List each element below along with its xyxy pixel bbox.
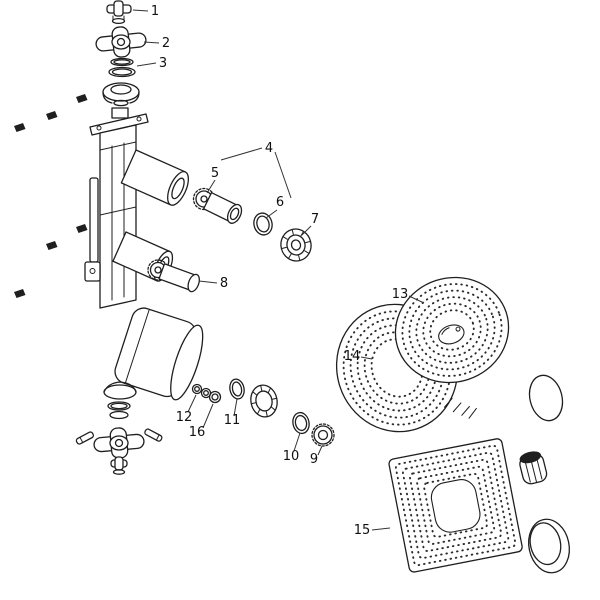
part-15-square-plate [388,438,523,573]
part-label-4: 4 [265,141,273,156]
part-label-3: 3 [159,56,167,71]
part-9-cap [311,423,335,447]
part-label-13: 13 [392,287,409,302]
supply-pipe [89,177,99,263]
part-label-15: 15 [354,523,371,538]
part-6-o-ring [253,212,273,236]
bottom-screw [110,456,128,475]
part-labels: 1 2 3 4 5 6 7 8 9 10 11 12 13 14 15 16 [151,4,408,538]
part-label-10: 10 [283,449,300,464]
oval-cover-top [528,374,564,422]
mounting-dots [14,94,88,298]
part-3-o-rings [108,57,136,78]
part-label-1: 1 [151,4,159,19]
oval-cover-bottom [527,518,571,574]
part-10-o-ring [292,411,310,435]
side-screw-left [75,431,95,445]
part-label-5: 5 [211,166,219,181]
part-12-washers [191,383,212,399]
mounting-tab [84,261,101,282]
part-label-8: 8 [220,276,228,291]
control-knob [519,451,548,485]
part-11-o-ring [229,378,245,400]
bottom-body [114,307,204,401]
leader-lines [132,9,425,531]
part-label-2: 2 [162,36,170,51]
part-label-11: 11 [224,413,241,428]
valve-body [84,107,204,401]
part-label-6: 6 [276,195,284,210]
knurled-adapter [250,384,278,418]
part-2-cross-handle [95,26,147,58]
bottom-cross-handle [93,427,145,459]
part-label-12: 12 [176,410,193,425]
part-label-16: 16 [189,425,206,440]
part-7-cap [280,228,312,262]
top-dome-escutcheon [102,82,140,107]
part-label-7: 7 [311,212,319,227]
side-screw-right [144,428,163,442]
bottom-dome [103,381,137,420]
part-13-spray-plate [394,276,510,384]
part-1-screw [106,0,132,25]
part-label-9: 9 [310,452,318,467]
part-label-14: 14 [344,349,361,364]
part-16-washer [208,390,222,404]
part-8-cartridge [147,259,200,293]
upper-cartridge-port [120,149,190,206]
part-5-cartridge [192,187,243,224]
